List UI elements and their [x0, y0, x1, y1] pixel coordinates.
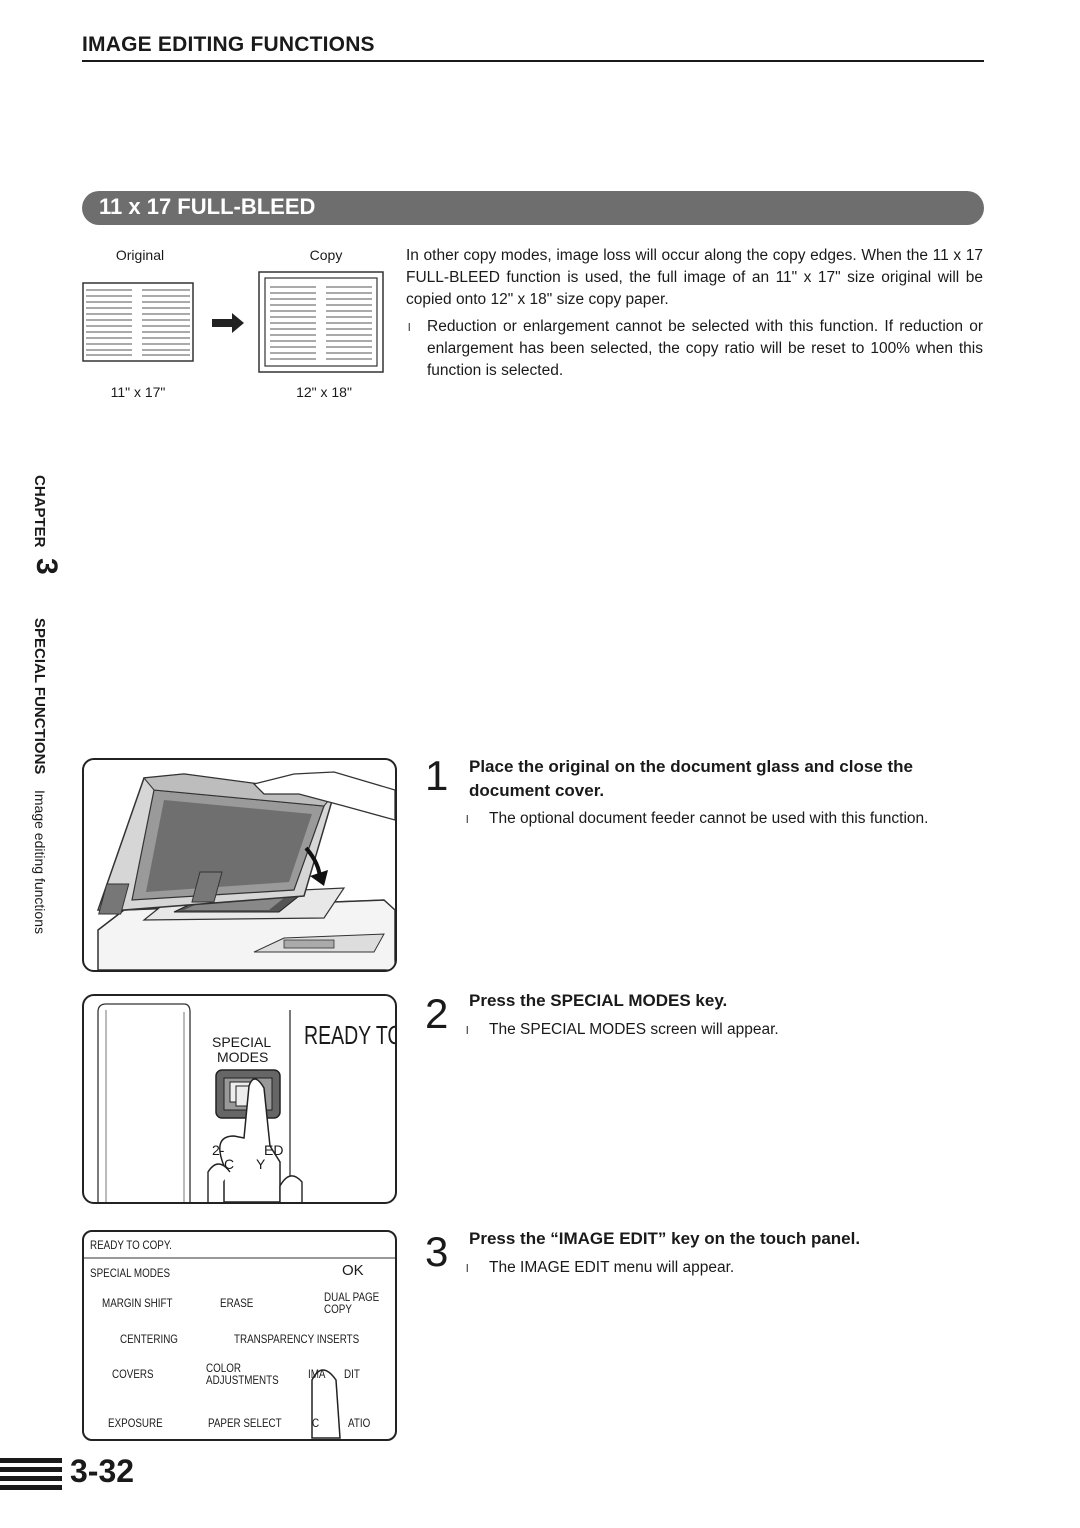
page-number-rule-icon — [0, 1456, 62, 1492]
two-sided-label-partial: 2- — [212, 1142, 225, 1158]
page-header: IMAGE EDITING FUNCTIONS — [82, 32, 984, 62]
intro-bullet: Reduction or enlargement cannot be selec… — [427, 318, 983, 379]
step-2-title: Press the SPECIAL MODES key. — [469, 991, 728, 1010]
ready-to-display-text: READY TO — [304, 1020, 397, 1050]
exposure-key[interactable]: EXPOSURE — [108, 1416, 163, 1430]
chapter-subsection-label: Image editing functions — [32, 790, 48, 934]
color-adjustments-key[interactable]: COLOR — [206, 1361, 242, 1375]
step-1-bullet: The optional document feeder cannot be u… — [489, 810, 929, 827]
bullet-mark: l — [466, 1263, 469, 1275]
dual-page-copy-key-line2: COPY — [324, 1302, 352, 1316]
arrow-right-icon — [210, 312, 246, 334]
lcd-screen-title: SPECIAL MODES — [90, 1266, 171, 1280]
modes-label: MODES — [217, 1049, 269, 1065]
original-document-illustration — [82, 282, 194, 362]
step-3-title: Press the “IMAGE EDIT” key on the touch … — [469, 1229, 861, 1248]
erase-key[interactable]: ERASE — [220, 1296, 254, 1310]
covers-key[interactable]: COVERS — [112, 1367, 154, 1381]
step-2-number: 2 — [425, 990, 449, 1037]
lcd-ok-button[interactable]: OK — [342, 1262, 364, 1279]
step-2-bullet: The SPECIAL MODES screen will appear. — [489, 1021, 779, 1038]
paper-select-key[interactable]: PAPER SELECT — [208, 1416, 282, 1430]
step-3-bullet: The IMAGE EDIT menu will appear. — [489, 1259, 735, 1276]
section-heading-bar: 11 x 17 FULL-BLEED — [82, 191, 984, 225]
image-edit-key-end: DIT — [344, 1367, 360, 1381]
page-number: 3-32 — [70, 1453, 135, 1489]
special-modes-key[interactable] — [216, 1070, 280, 1118]
chapter-label: CHAPTER — [31, 475, 48, 548]
two-sided-label-partial-end: ED — [264, 1142, 284, 1158]
transparency-inserts-key[interactable]: TRANSPARENCY INSERTS — [234, 1332, 360, 1346]
bullet-mark: l — [408, 322, 411, 334]
intro-paragraph: In other copy modes, image loss will occ… — [406, 247, 983, 308]
step-1-number: 1 — [425, 752, 449, 799]
chapter-section-label: SPECIAL FUNCTIONS — [31, 618, 48, 775]
copy-size-label: 12" x 18" — [296, 384, 352, 400]
centering-key[interactable]: CENTERING — [120, 1332, 178, 1346]
special-modes-key-illustration: SPECIAL MODES READY TO 2- ED C Y — [82, 994, 397, 1204]
margin-shift-key[interactable]: MARGIN SHIFT — [102, 1296, 173, 1310]
image-edit-key[interactable]: IMA — [308, 1367, 326, 1381]
copy-label: Copy — [309, 247, 343, 263]
original-size-label: 11" x 17" — [110, 384, 166, 400]
lcd-status-text: READY TO COPY. — [90, 1238, 172, 1252]
dual-page-copy-key[interactable]: DUAL PAGE — [324, 1290, 380, 1304]
special-label: SPECIAL — [212, 1034, 272, 1050]
copy-ratio-key-end: ATIO — [348, 1416, 371, 1430]
step-3-number: 3 — [425, 1228, 449, 1275]
page-title: IMAGE EDITING FUNCTIONS — [82, 33, 375, 56]
touch-panel-illustration: READY TO COPY. SPECIAL MODES OK MARGIN S… — [82, 1230, 397, 1441]
section-title: 11 x 17 FULL-BLEED — [99, 194, 316, 219]
copier-illustration — [82, 758, 397, 972]
original-label: Original — [115, 247, 165, 263]
copy-label-partial-end: Y — [256, 1156, 266, 1172]
copy-label-partial: C — [224, 1156, 235, 1172]
chapter-number: 3 — [30, 558, 63, 575]
bullet-mark: l — [466, 814, 469, 826]
step-1-title: Place the original on the document glass… — [469, 757, 913, 800]
copy-document-illustration — [258, 271, 384, 373]
bullet-mark: l — [466, 1025, 469, 1037]
copy-ratio-key[interactable]: C — [312, 1416, 320, 1430]
color-adjustments-key-line2: ADJUSTMENTS — [206, 1373, 279, 1387]
